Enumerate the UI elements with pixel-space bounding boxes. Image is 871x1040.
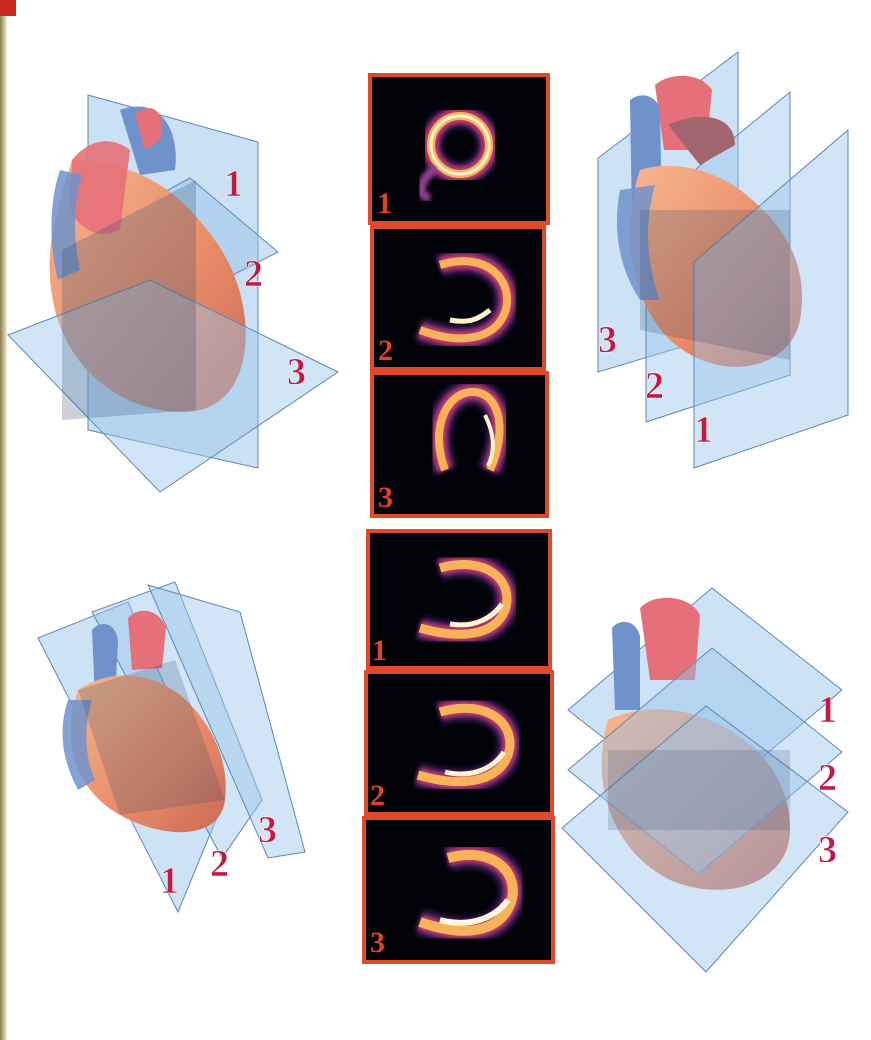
plane-label: 2 [210, 843, 229, 885]
heart-view-bottom-right: 1 2 3 [562, 588, 848, 972]
plane-label: 3 [258, 809, 277, 851]
scan-label: 3 [378, 481, 393, 514]
plane-label: 2 [645, 365, 664, 407]
plane-label: 1 [818, 689, 837, 731]
scan-label: 1 [377, 187, 392, 220]
plane-label: 1 [160, 860, 179, 902]
scan-label: 2 [378, 334, 393, 367]
scan-panel: 3 [372, 373, 547, 516]
scan-label: 2 [370, 779, 385, 812]
plane-label: 2 [244, 253, 263, 295]
heart-section-shadow [608, 750, 790, 830]
scan-label: 3 [370, 926, 385, 959]
plane-label: 1 [694, 409, 713, 451]
scan-panel: 1 [368, 531, 550, 668]
heart-view-top-left: 1 2 3 [8, 95, 338, 492]
scan-panel: 2 [366, 672, 552, 814]
scan-label: 1 [372, 634, 387, 667]
heart-view-bottom-left: 1 2 3 [38, 582, 305, 912]
plane-label: 2 [818, 757, 837, 799]
plane-label: 3 [287, 351, 306, 393]
plane-label: 3 [598, 319, 617, 361]
scan-panel: 3 [364, 818, 553, 962]
plane-label: 3 [818, 829, 837, 871]
scan-panel: 2 [372, 227, 544, 369]
plane-label: 1 [224, 163, 243, 205]
heart-view-top-right: 3 2 1 [598, 52, 848, 468]
scan-panel: 1 [370, 75, 548, 223]
